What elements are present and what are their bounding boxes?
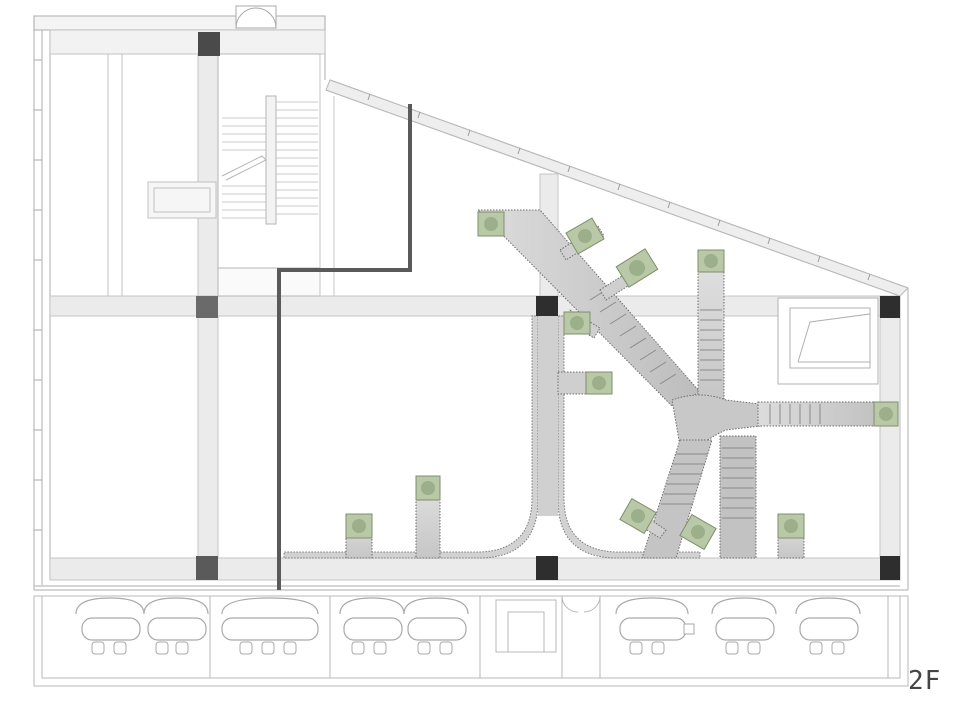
route-line xyxy=(277,104,412,590)
diagonal-facade xyxy=(325,79,909,297)
booth-stools xyxy=(91,623,845,655)
partitions xyxy=(319,54,335,296)
top-door xyxy=(235,5,277,29)
columns xyxy=(196,32,900,580)
right-box xyxy=(777,297,879,385)
left-wall-glazing xyxy=(34,59,42,531)
walkway-ramps xyxy=(283,209,899,559)
booth-tables xyxy=(75,597,861,641)
left-room xyxy=(107,54,217,296)
floor-label: 2F xyxy=(908,666,942,696)
planter-foliage xyxy=(352,217,893,539)
beams xyxy=(49,29,901,581)
seating-zone xyxy=(33,595,909,687)
stairwell xyxy=(217,53,321,297)
